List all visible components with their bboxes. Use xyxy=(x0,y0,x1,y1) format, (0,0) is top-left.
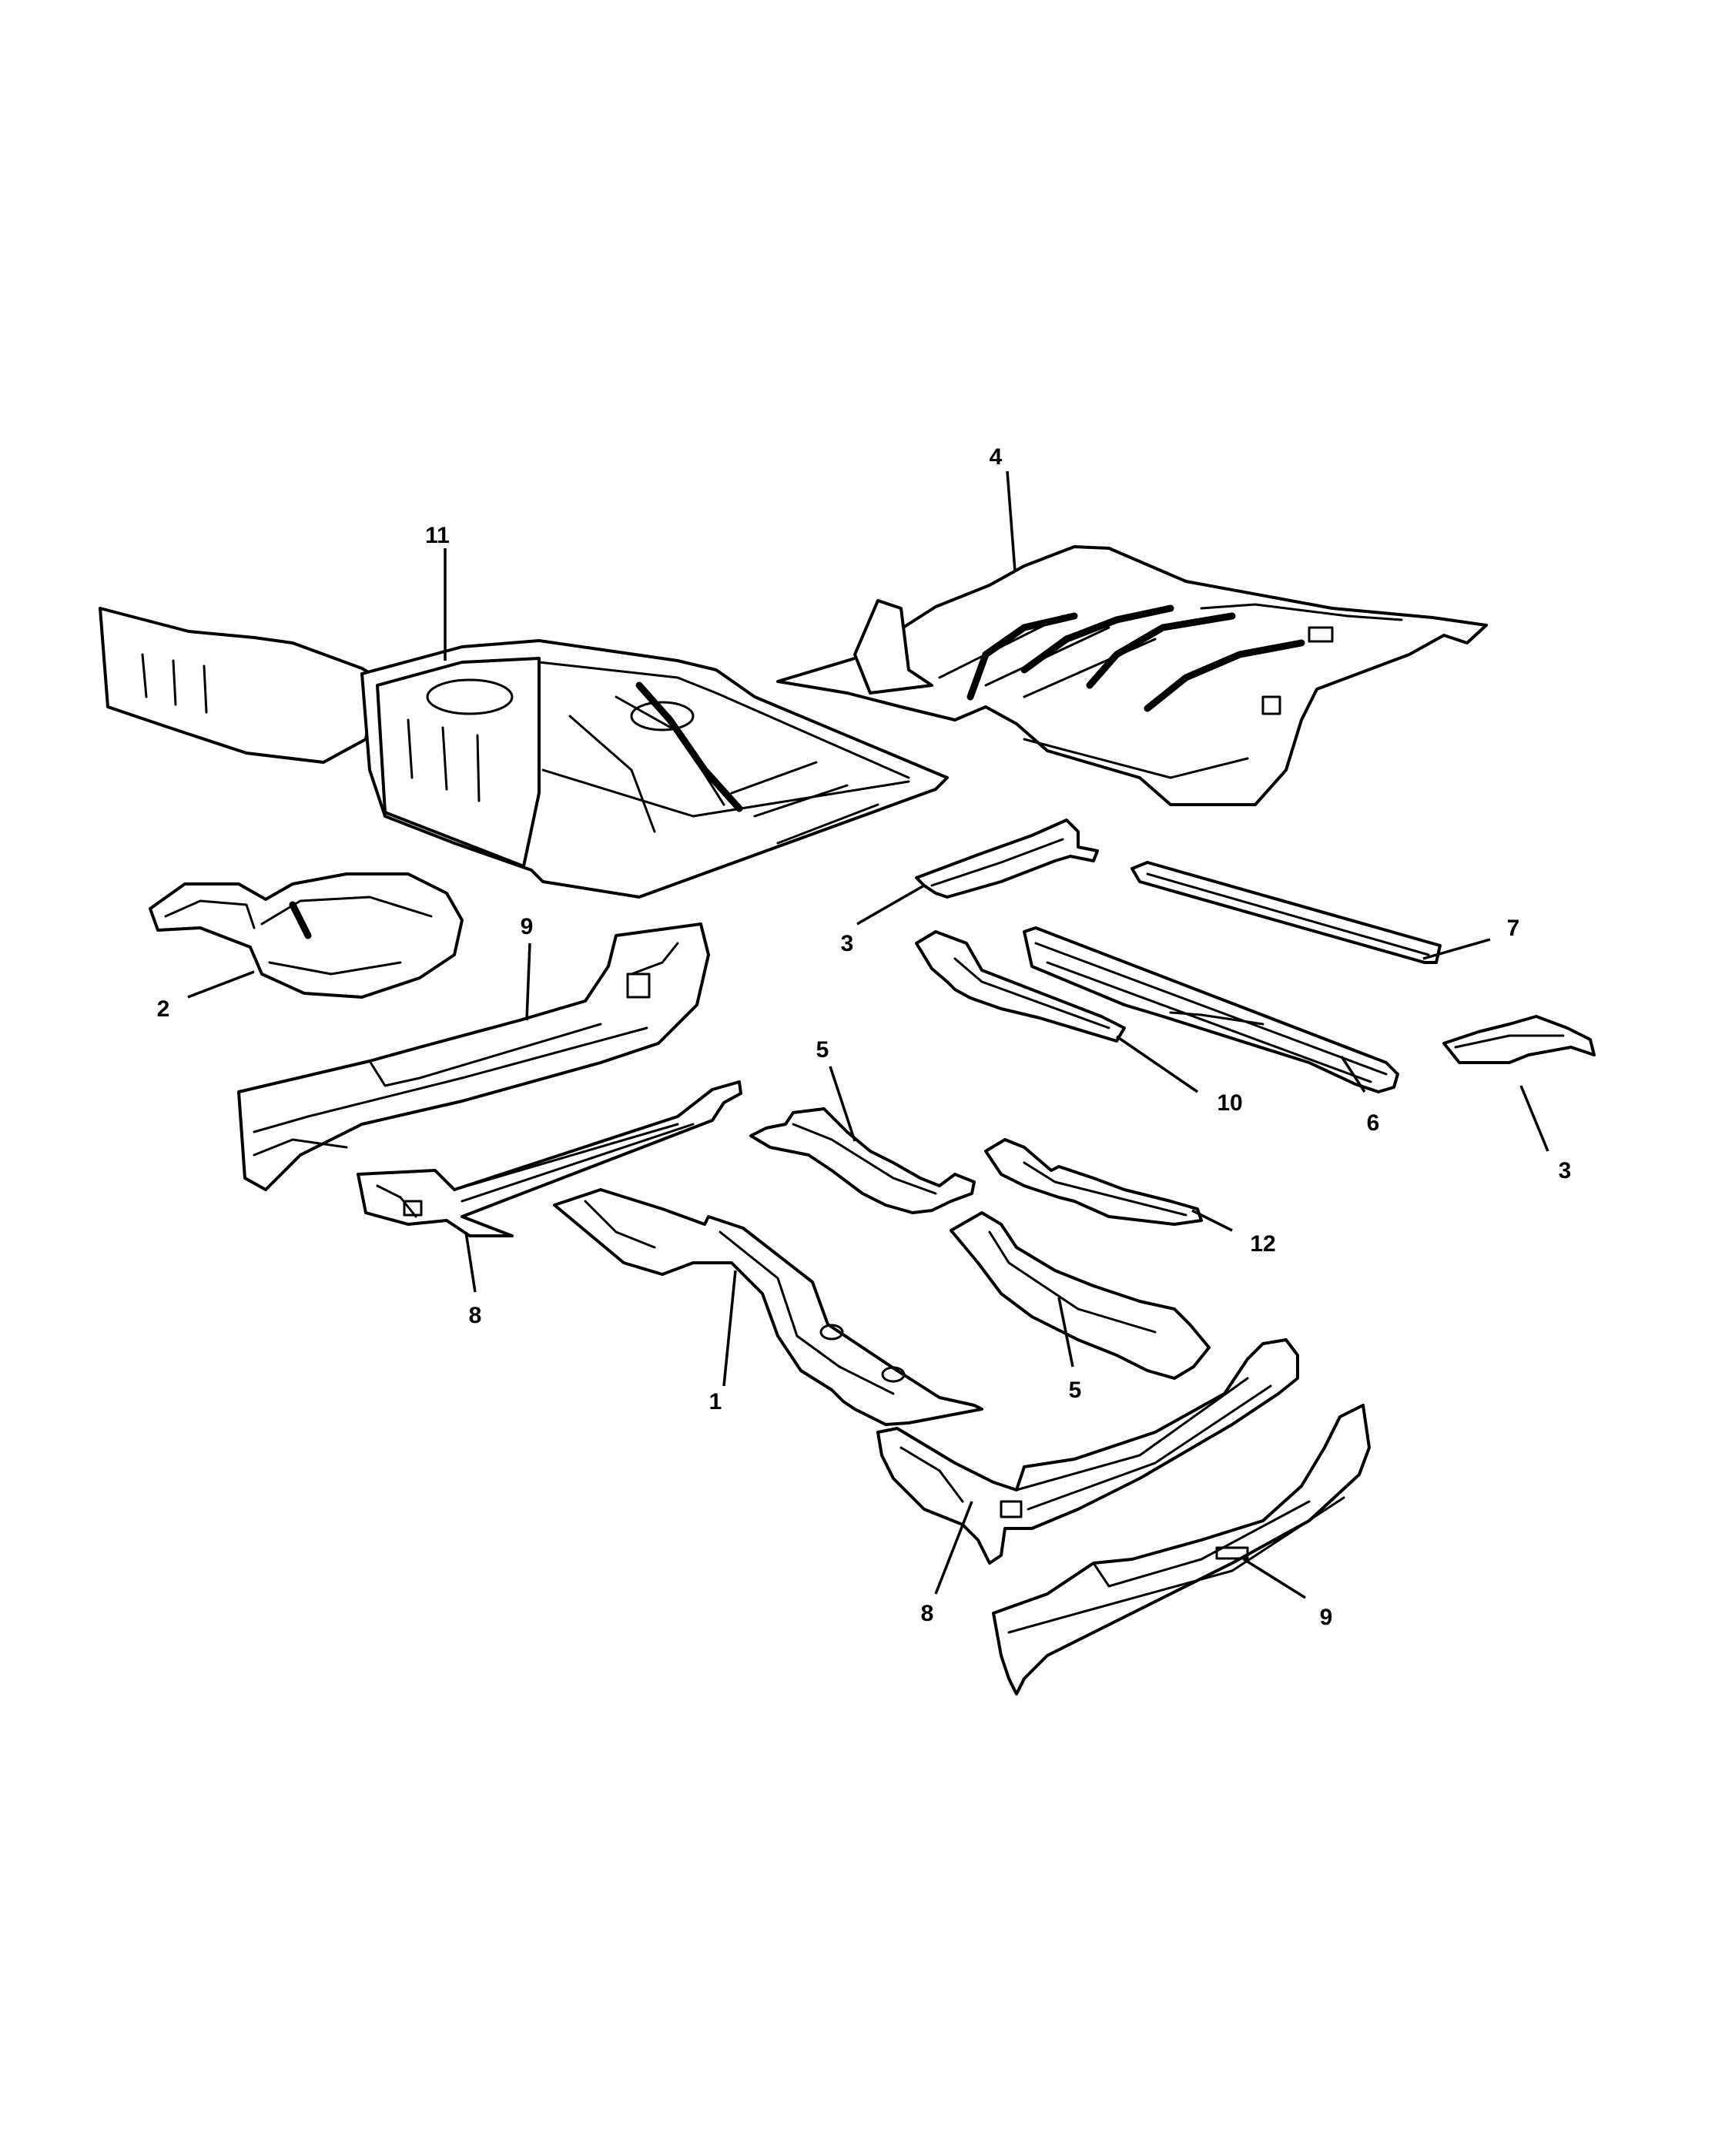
callout-10: 10 xyxy=(1217,1090,1242,1116)
leader-4 xyxy=(1006,470,1017,572)
crossmember-part-10[interactable] xyxy=(915,930,1126,1043)
leader-7 xyxy=(1422,938,1491,960)
leader-5a xyxy=(829,1066,856,1142)
leader-6 xyxy=(1340,1056,1366,1093)
callout-3a: 3 xyxy=(841,931,854,956)
crossmember-part-5-upper[interactable] xyxy=(749,1107,976,1214)
shield-part-2[interactable] xyxy=(149,872,464,999)
bracket-part-3-right[interactable] xyxy=(1442,1015,1596,1064)
callout-8a: 8 xyxy=(469,1303,482,1328)
rocker-sill-part-9-left[interactable] xyxy=(237,922,710,1191)
leader-1 xyxy=(722,1270,737,1387)
leader-3b xyxy=(1519,1085,1549,1152)
leader-8b xyxy=(934,1501,973,1595)
callout-9a: 9 xyxy=(521,914,534,939)
crossmember-part-5-lower[interactable] xyxy=(950,1211,1211,1380)
leader-12 xyxy=(1191,1209,1233,1232)
callout-3b: 3 xyxy=(1559,1158,1572,1183)
tunnel-brace-part-1[interactable] xyxy=(553,1188,983,1426)
callout-11: 11 xyxy=(425,523,450,548)
crossmember-part-6[interactable] xyxy=(1023,926,1399,1093)
callout-7: 7 xyxy=(1507,916,1520,941)
bracket-part-3-upper[interactable] xyxy=(915,819,1099,899)
callout-1: 1 xyxy=(709,1389,722,1414)
leader-9b xyxy=(1243,1558,1306,1599)
leader-3a xyxy=(856,884,925,926)
callout-6: 6 xyxy=(1367,1110,1380,1136)
callout-8b: 8 xyxy=(921,1601,934,1626)
callout-12: 12 xyxy=(1250,1231,1275,1257)
callout-5a: 5 xyxy=(816,1037,829,1063)
callout-5b: 5 xyxy=(1069,1378,1082,1403)
callout-2: 2 xyxy=(157,996,170,1022)
crossmember-part-8-left[interactable] xyxy=(357,1080,742,1237)
crossmember-part-12[interactable] xyxy=(984,1138,1203,1226)
leader-8a xyxy=(464,1231,477,1293)
crossmember-part-7[interactable] xyxy=(1130,861,1442,964)
callout-4: 4 xyxy=(990,444,1003,470)
rear-floor-pan-part-4[interactable] xyxy=(776,545,1488,806)
leader-9a xyxy=(525,942,531,1021)
leader-10 xyxy=(1116,1035,1198,1093)
rocker-sill-part-9-right[interactable] xyxy=(992,1404,1371,1696)
callout-labels: 11 4 2 9 3 7 5 10 6 3 12 8 1 5 8 9 xyxy=(157,444,1572,1630)
leader-2 xyxy=(187,970,255,999)
front-floor-pan-part-11[interactable] xyxy=(99,607,949,899)
leader-5b xyxy=(1057,1297,1074,1368)
callout-9b: 9 xyxy=(1320,1605,1333,1630)
crossmember-part-8-right[interactable] xyxy=(876,1338,1299,1565)
leader-lines xyxy=(187,470,1549,1599)
